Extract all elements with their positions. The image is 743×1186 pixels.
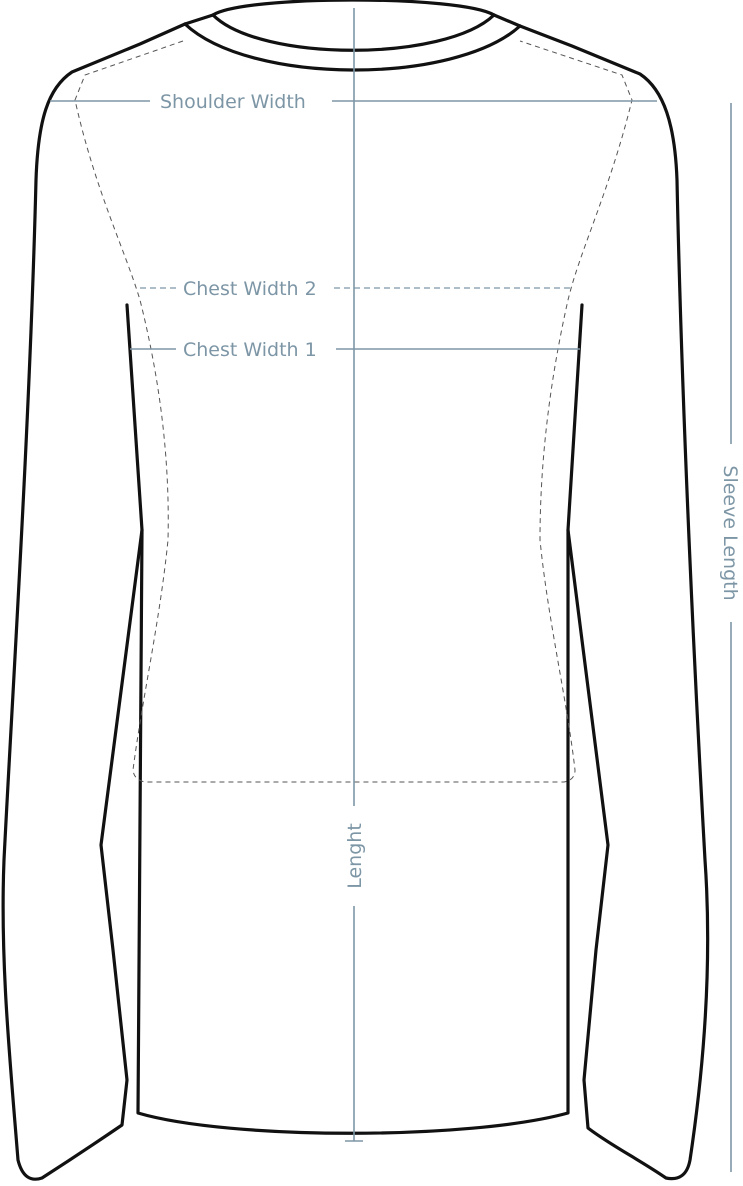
shoulder-width-label: Shoulder Width (160, 91, 306, 113)
collar-inner (211, 13, 496, 52)
sleeve-length-label: Sleeve Length (719, 465, 741, 600)
sweater-body-sides (136, 528, 570, 1135)
collar-top (211, 0, 496, 17)
length-label: Lenght (344, 823, 366, 889)
sweater-outer-contour (1, 13, 215, 1181)
chest-width-2-label: Chest Width 2 (183, 278, 317, 300)
sweater-outer-contour-right (492, 13, 710, 1181)
chest-width-1-label: Chest Width 1 (183, 339, 317, 361)
collar-outer (183, 22, 522, 72)
measurement-lines (50, 8, 732, 1172)
sweater-outline (1, 0, 710, 1181)
